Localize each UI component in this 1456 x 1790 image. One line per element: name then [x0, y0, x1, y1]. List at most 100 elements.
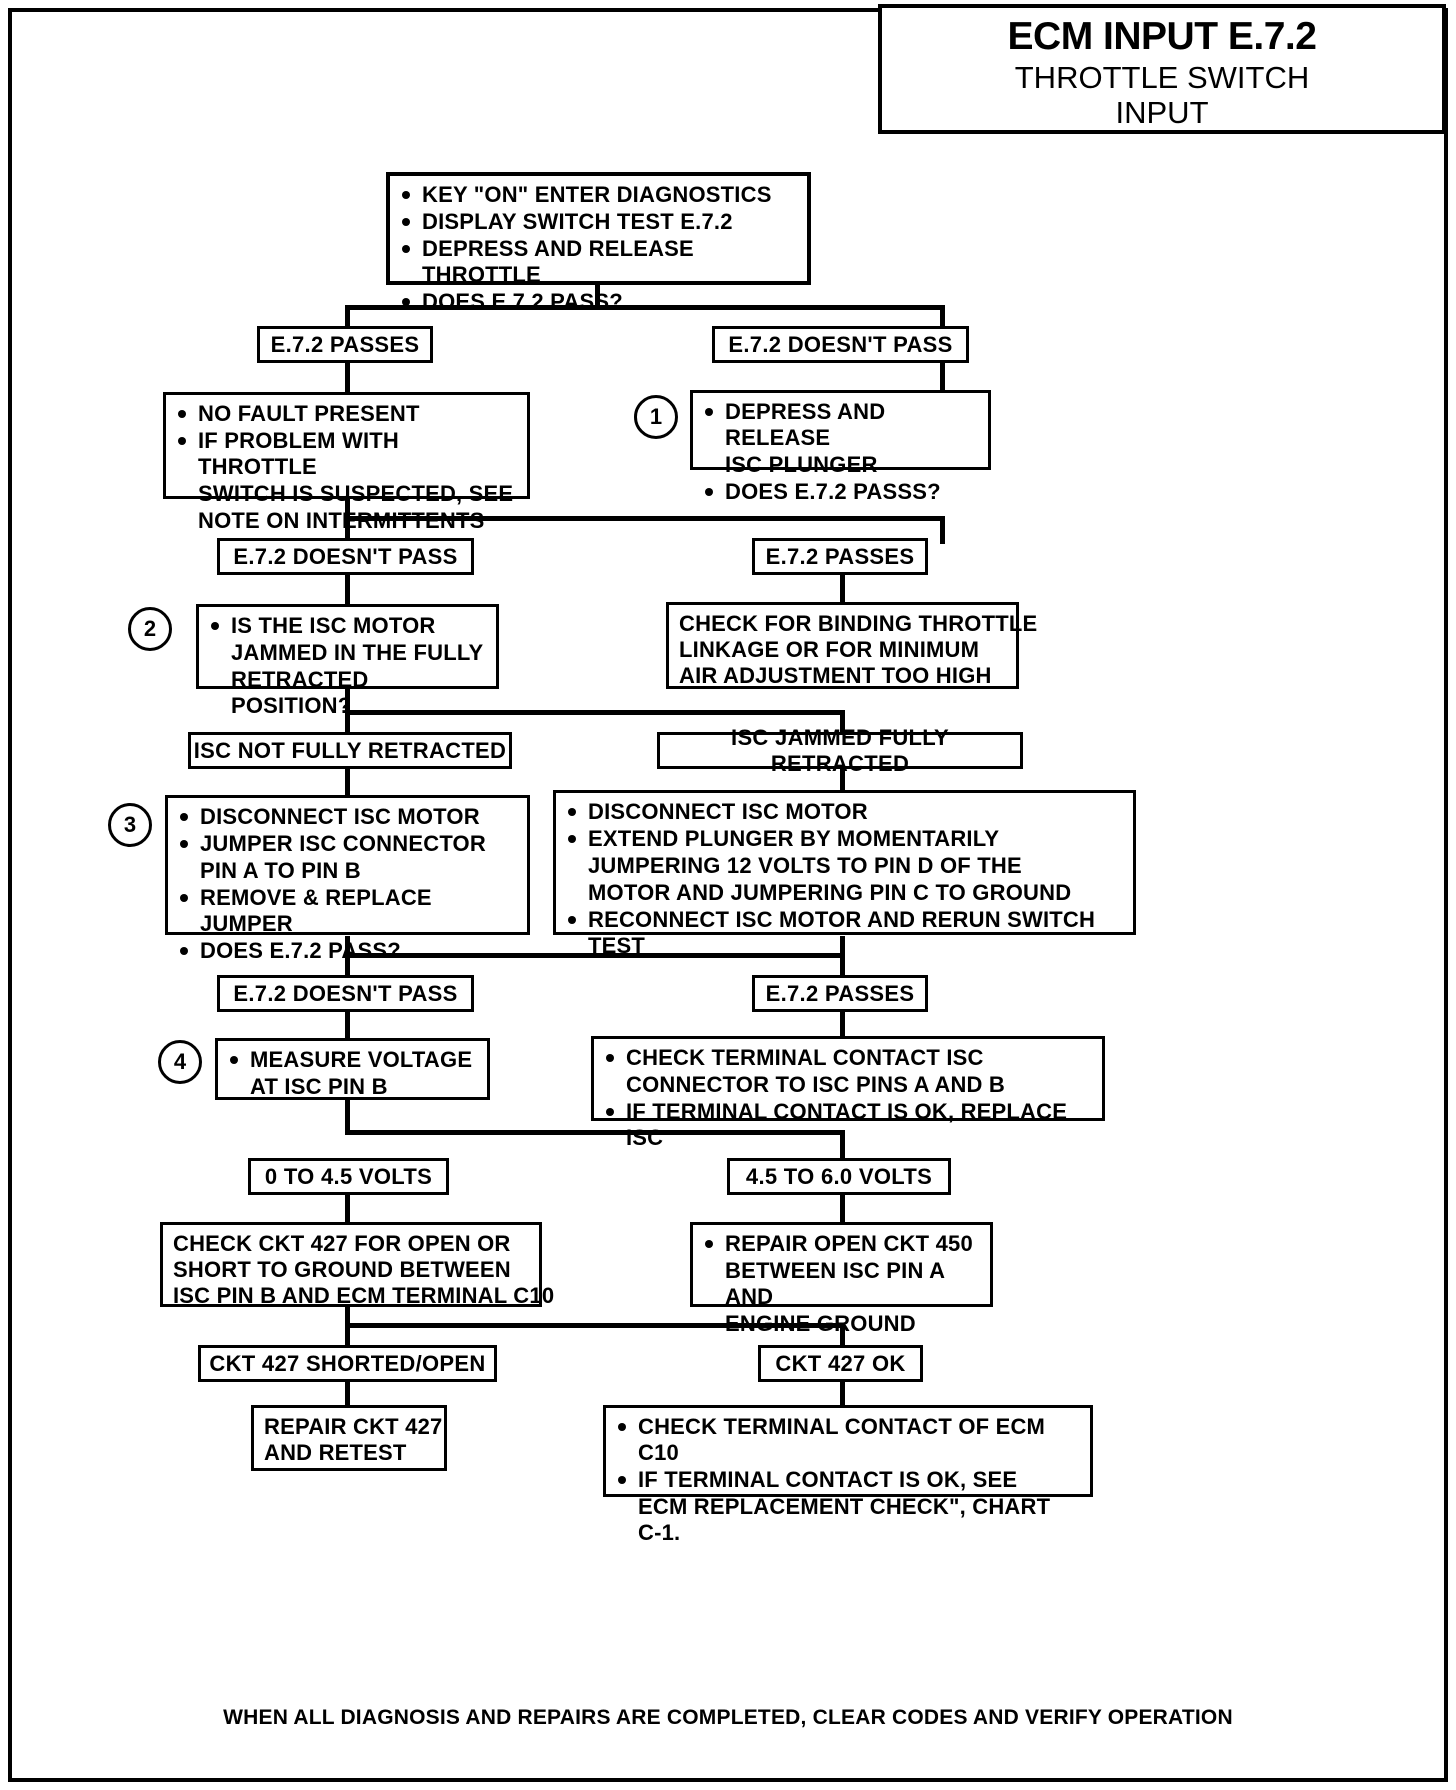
label-isc-not-fully-retracted: ISC NOT FULLY RETRACTED: [188, 732, 512, 769]
disc-right-cont-0: JUMPERING 12 VOLTS TO PIN D OF THE: [588, 853, 1022, 878]
node-check-terminal-isc: CHECK TERMINAL CONTACT ISC CONNECTOR TO …: [591, 1036, 1105, 1150]
connector-volthigh-down: [840, 1192, 845, 1224]
connector-iscjammed-down: [840, 766, 845, 796]
nofault-cont-1: NOTE ON INTERMITTENTS: [198, 508, 485, 533]
label-e72-passes-1: E.7.2 PASSES: [257, 326, 433, 363]
chart-title-block: ECM INPUT E.7.2 THROTTLE SWITCH INPUT: [878, 4, 1446, 134]
measure-cont-0: AT ISC PIN B: [250, 1074, 388, 1099]
connector-bus3-right-down: [840, 710, 845, 738]
page-subtitle-line1: THROTTLE SWITCH: [1014, 60, 1310, 95]
ecmc10-item-0: CHECK TERMINAL CONTACT OF ECM C10: [616, 1414, 1080, 1466]
connector-passes3-down: [840, 1008, 845, 1038]
connector-doesntpass1-down: [940, 360, 945, 393]
ecmc10-cont-0: ECM REPLACEMENT CHECK", CHART C-1.: [638, 1494, 1051, 1545]
disc-right-cont-1: MOTOR AND JUMPERING PIN C TO GROUND: [588, 880, 1072, 905]
disc-right-item-2: RECONNECT ISC MOTOR AND RERUN SWITCH TES…: [566, 907, 1123, 959]
disc-right-item-0: DISCONNECT ISC MOTOR: [566, 799, 1123, 825]
label-volts-0-to-4-5: 0 TO 4.5 VOLTS: [248, 1158, 449, 1195]
repair-line-1: AND RETEST: [264, 1440, 407, 1465]
label-e72-doesnt-pass-2: E.7.2 DOESN'T PASS: [217, 538, 474, 575]
label-isc-jammed-fully-retracted: ISC JAMMED FULLY RETRACTED: [657, 725, 1023, 776]
connector-iscnot-down: [345, 766, 350, 796]
connector-bus3b-right-down: [840, 953, 845, 978]
ckt427-line-1: SHORT TO GROUND BETWEEN: [173, 1257, 511, 1282]
page-subtitle-line2: INPUT: [1115, 95, 1209, 130]
connector-voltlow-down: [345, 1192, 350, 1224]
connector-bus-5: [345, 1323, 840, 1328]
iscjam-item-0: IS THE ISC MOTOR: [209, 613, 486, 639]
label-ckt-427-ok: CKT 427 OK: [758, 1345, 923, 1382]
footer-note: WHEN ALL DIAGNOSIS AND REPAIRS ARE COMPL…: [223, 1706, 1233, 1729]
start-item-2: DEPRESS AND RELEASE THROTTLE: [400, 236, 797, 288]
node-repair-ckt-450: REPAIR OPEN CKT 450 BETWEEN ISC PIN A AN…: [690, 1222, 993, 1336]
iscjam-cont-0: JAMMED IN THE FULLY: [231, 640, 484, 665]
ckt450-cont-0: BETWEEN ISC PIN A AND: [725, 1258, 945, 1309]
label-e72-passes-3: E.7.2 PASSES: [752, 975, 928, 1012]
label-e72-passes-2: E.7.2 PASSES: [752, 538, 928, 575]
page-border: [8, 8, 1448, 1782]
node-disconnect-right: DISCONNECT ISC MOTOR EXTEND PLUNGER BY M…: [553, 790, 1136, 958]
connector-passes1-down: [345, 360, 350, 395]
connector-cktok-down: [840, 1378, 845, 1408]
ckt450-item-0: REPAIR OPEN CKT 450: [703, 1231, 980, 1257]
checkterm-cont-0: CONNECTOR TO ISC PINS A AND B: [626, 1072, 1006, 1097]
node-start: KEY "ON" ENTER DIAGNOSTICS DISPLAY SWITC…: [386, 172, 811, 314]
plunger-item-1: DOES E.7.2 PASSS?: [703, 479, 978, 505]
node-disconnect-left: DISCONNECT ISC MOTOR JUMPER ISC CONNECTO…: [165, 795, 530, 963]
connector-bus5-right-down: [840, 1323, 845, 1348]
ckt450-cont-1: ENGINE GROUND: [725, 1311, 916, 1336]
disc-left-item-0: DISCONNECT ISC MOTOR: [178, 804, 517, 830]
label-e72-doesnt-pass-3: E.7.2 DOESN'T PASS: [217, 975, 474, 1012]
step-marker-3: 3: [108, 803, 152, 847]
connector-iscjam-down: [345, 688, 350, 713]
step-marker-2: 2: [128, 607, 172, 651]
connector-bus2-left-down: [345, 516, 350, 544]
disc-left-item-1: JUMPER ISC CONNECTOR: [178, 831, 517, 857]
checkterm-item-1: IF TERMINAL CONTACT IS OK, REPLACE ISC: [604, 1099, 1092, 1151]
start-item-3: DOES E.7.2 PASS?: [400, 289, 797, 315]
connector-step3-down: [345, 936, 350, 958]
plunger-cont-0: ISC PLUNGER: [725, 452, 878, 477]
node-check-binding-throttle: CHECK FOR BINDING THROTTLE LINKAGE OR FO…: [666, 602, 1038, 689]
connector-step3r-down: [840, 936, 845, 958]
ckt427-line-0: CHECK CKT 427 FOR OPEN OR: [173, 1231, 511, 1256]
label-volts-4-5-to-6-0: 4.5 TO 6.0 VOLTS: [727, 1158, 951, 1195]
connector-ckt427-down: [345, 1303, 350, 1325]
iscjam-cont-1: RETRACTED POSITION?: [231, 667, 369, 718]
label-e72-doesnt-pass-1: E.7.2 DOESN'T PASS: [712, 326, 969, 363]
connector-nofault-down: [345, 497, 350, 519]
node-no-fault: NO FAULT PRESENT IF PROBLEM WITH THROTTL…: [163, 392, 530, 533]
disc-right-item-1: EXTEND PLUNGER BY MOMENTARILY: [566, 826, 1123, 852]
binding-line-2: AIR ADJUSTMENT TOO HIGH: [679, 663, 992, 688]
connector-bus4-right-down: [840, 1130, 845, 1158]
node-check-ecm-c10: CHECK TERMINAL CONTACT OF ECM C10 IF TER…: [603, 1405, 1093, 1545]
disc-left-item-2: REMOVE & REPLACE JUMPER: [178, 885, 517, 937]
connector-bus-2: [345, 516, 945, 521]
measure-item-0: MEASURE VOLTAGE: [228, 1047, 477, 1073]
connector-bus-4: [345, 1130, 840, 1135]
connector-bus1-right-down: [940, 305, 945, 333]
page-title: ECM INPUT E.7.2: [1007, 15, 1317, 58]
nofault-cont-0: SWITCH IS SUSPECTED, SEE: [198, 481, 514, 506]
binding-line-0: CHECK FOR BINDING THROTTLE: [679, 611, 1038, 636]
connector-bus3-left-down: [345, 710, 350, 738]
disc-left-item-3: DOES E.7.2 PASS?: [178, 938, 517, 964]
nofault-item-1: IF PROBLEM WITH THROTTLE: [176, 428, 517, 480]
connector-bus2-right-down: [940, 516, 945, 544]
connector-measure-down: [345, 1098, 350, 1133]
start-item-0: KEY "ON" ENTER DIAGNOSTICS: [400, 182, 797, 208]
connector-passes2-down: [840, 572, 845, 604]
binding-line-1: LINKAGE OR FOR MINIMUM: [679, 637, 980, 662]
disc-left-cont-0: PIN A TO PIN B: [200, 858, 361, 883]
node-isc-motor-jammed: IS THE ISC MOTOR JAMMED IN THE FULLY RET…: [196, 604, 499, 718]
connector-bus3b-left-down: [345, 953, 350, 978]
ckt427-line-2: ISC PIN B AND ECM TERMINAL C10: [173, 1283, 555, 1308]
connector-bus1-left-down: [345, 305, 350, 333]
connector-doesntpass2-down: [345, 572, 350, 607]
connector-bus-3: [345, 710, 845, 715]
connector-cktshorted-down: [345, 1378, 350, 1408]
nofault-item-0: NO FAULT PRESENT: [176, 401, 517, 427]
repair-line-0: REPAIR CKT 427: [264, 1414, 443, 1439]
ecmc10-item-1: IF TERMINAL CONTACT IS OK, SEE: [616, 1467, 1080, 1493]
